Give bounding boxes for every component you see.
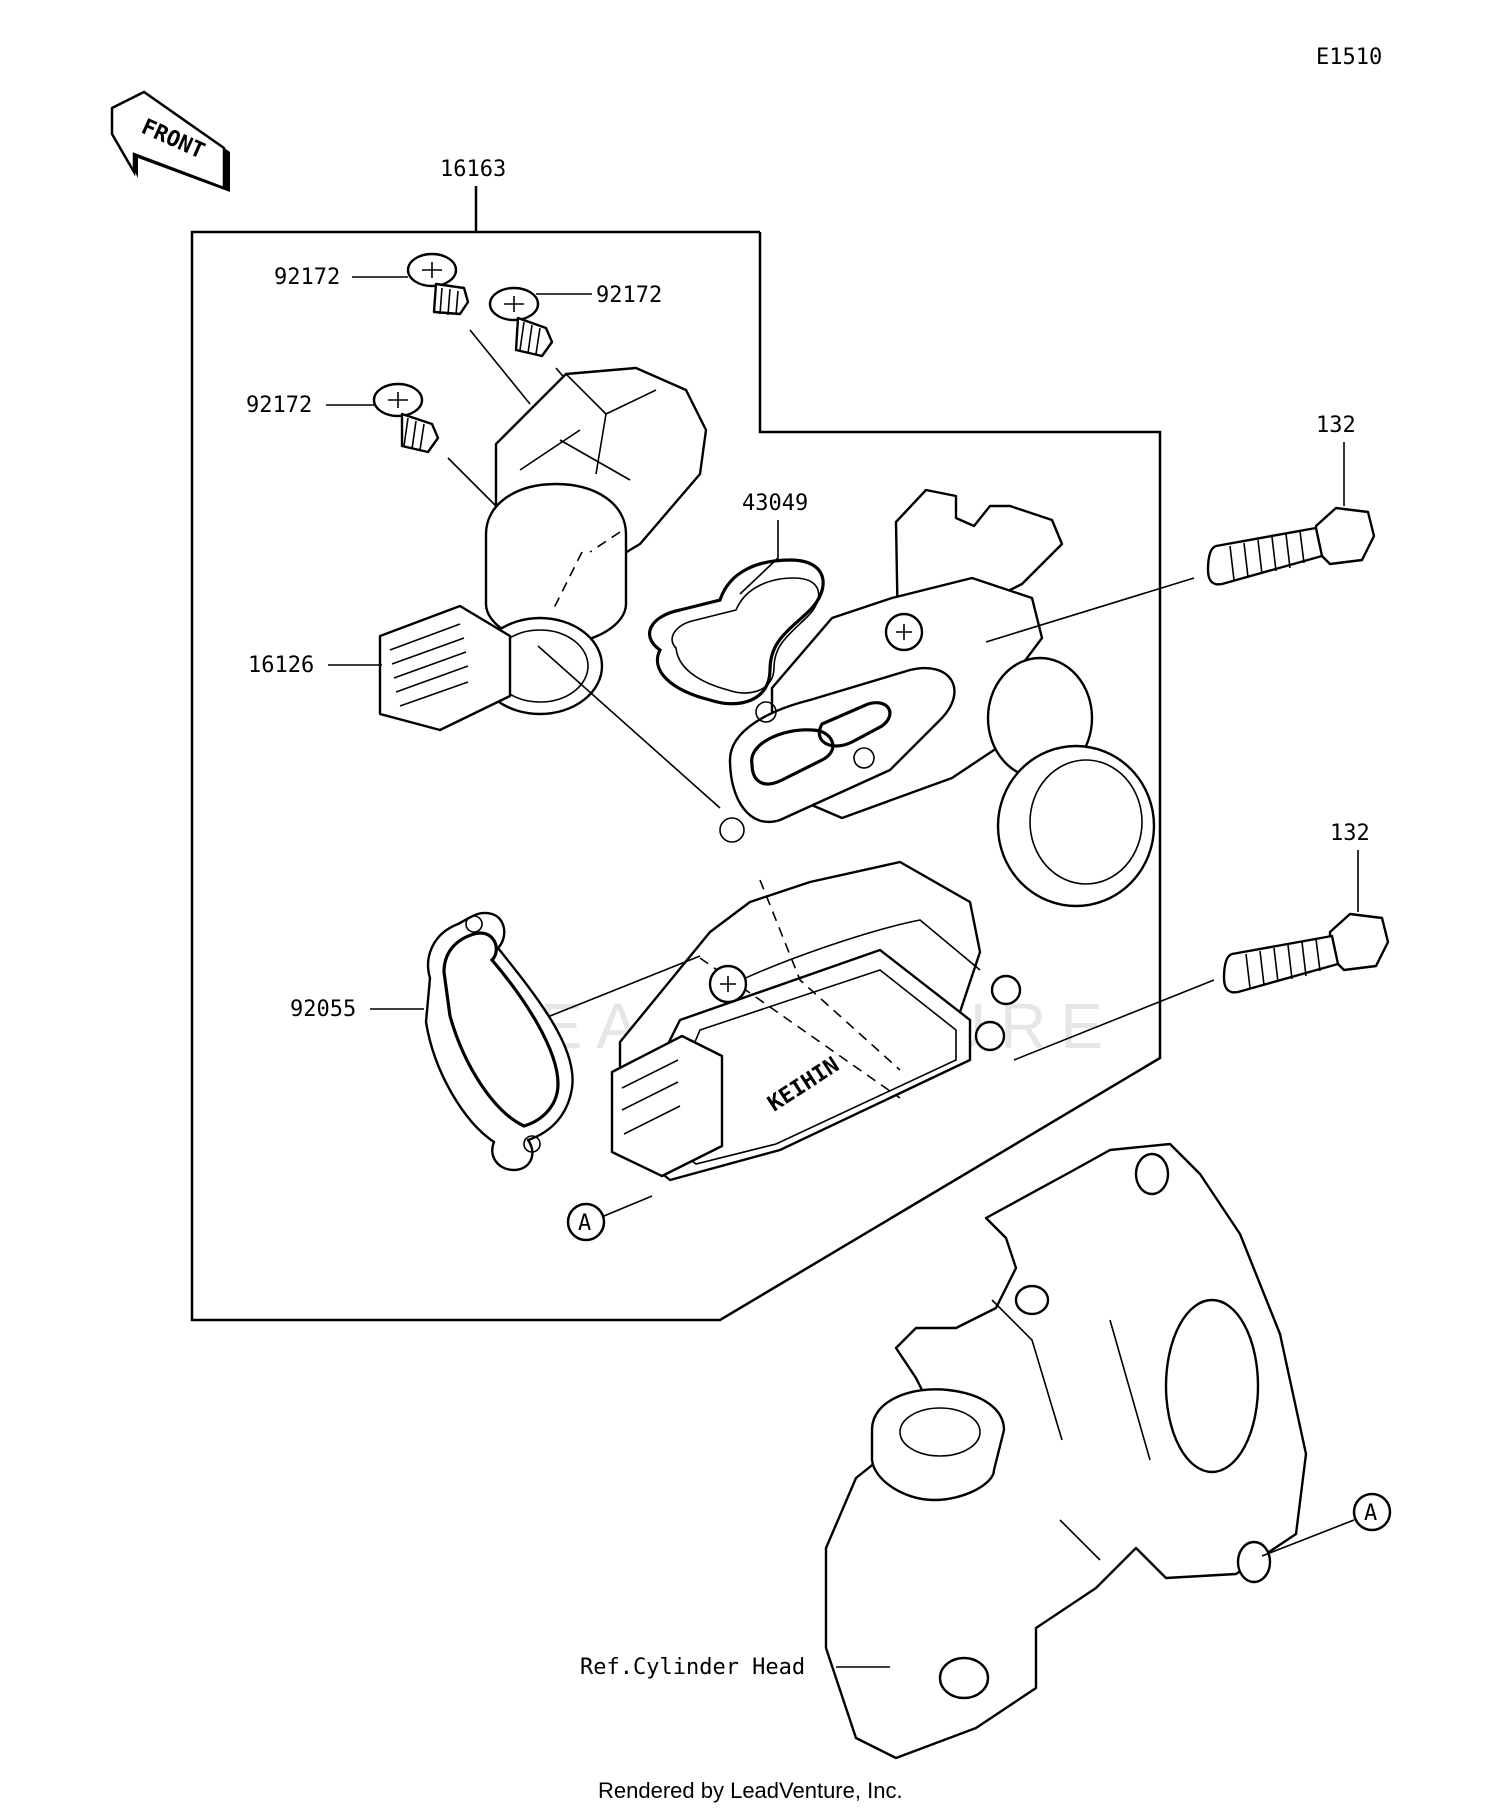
bolt-icon (1222, 912, 1390, 994)
callout-screw-a: 92172 (274, 265, 340, 290)
bolt-icon (1206, 506, 1376, 586)
screw-icon (406, 252, 470, 316)
callout-cylinder-head-ref: Ref.Cylinder Head (580, 1655, 805, 1680)
callout-gasket: 92055 (290, 997, 356, 1022)
footer-credit: Rendered by LeadVenture, Inc. (598, 1778, 903, 1803)
cylinder-head-icon (824, 1142, 1308, 1760)
sensor-icon (378, 366, 708, 732)
reference-a-marker: A (1352, 1492, 1392, 1532)
callout-assembly: 16163 (440, 157, 506, 182)
callout-bolt-upper: 132 (1316, 413, 1356, 438)
callout-bolt-lower: 132 (1330, 821, 1370, 846)
diagram-code: E1510 (1316, 45, 1382, 70)
callout-screw-c: 92172 (246, 393, 312, 418)
front-arrow-icon: FRONT (110, 90, 230, 192)
callout-screw-b: 92172 (596, 283, 662, 308)
callout-seal-ring: 43049 (742, 491, 808, 516)
seal-ring-icon (648, 558, 825, 706)
callout-sensor: 16126 (248, 653, 314, 678)
screw-icon (488, 286, 554, 358)
ref-a-lower-label: A (1364, 1501, 1377, 1526)
gasket-icon (424, 911, 574, 1172)
ref-a-upper-label: A (578, 1211, 591, 1236)
throttle-body-icon: KEIHIN (610, 488, 1156, 1182)
reference-a-marker: A (566, 1202, 606, 1242)
assembly-boundary (190, 230, 1162, 1322)
screw-icon (372, 382, 440, 454)
